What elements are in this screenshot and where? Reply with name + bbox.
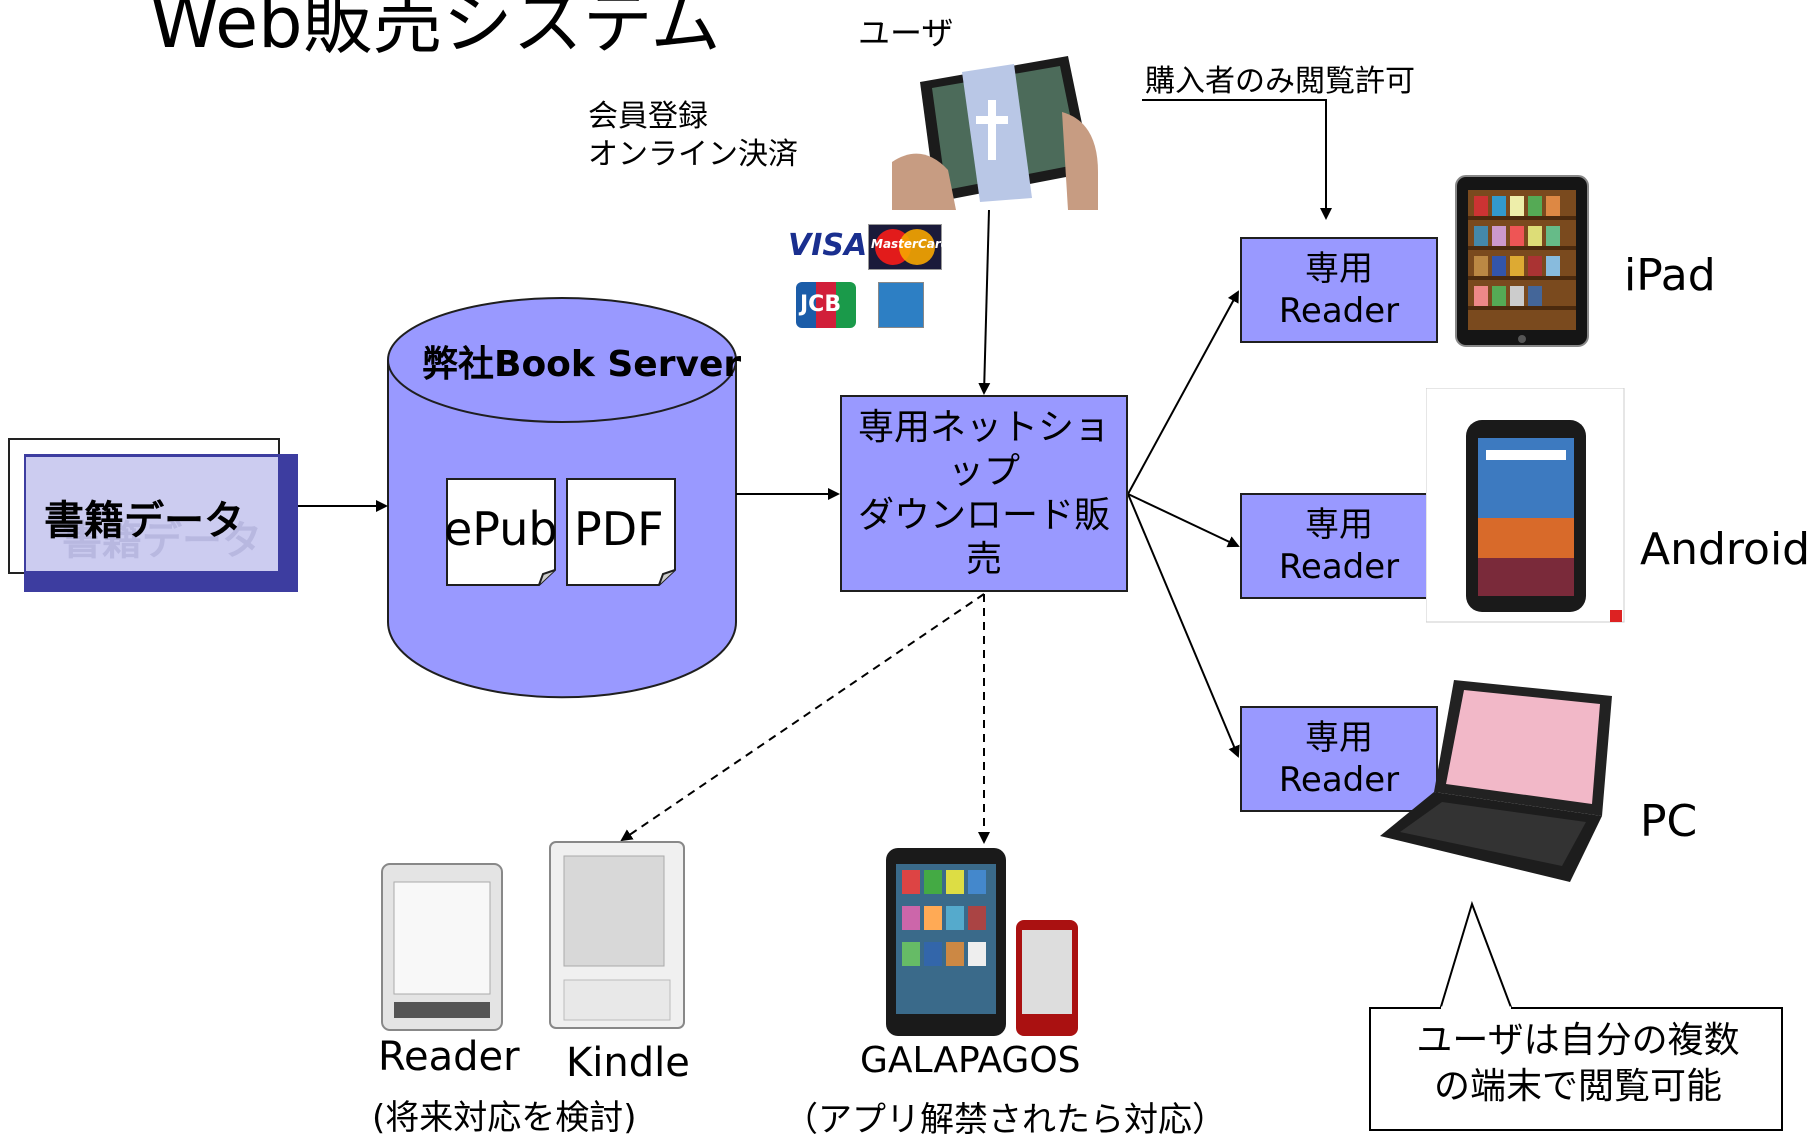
caption-future-note: (将来対応を検討) bbox=[372, 1098, 637, 1138]
laptop-image bbox=[1380, 680, 1612, 882]
arrow-shop-to-reader-pc bbox=[1127, 493, 1240, 758]
device-label-pc: PC bbox=[1640, 796, 1698, 847]
arrow-shop-to-reader-ipad bbox=[1127, 290, 1239, 495]
caption-galapagos-note: （アプリ解禁されたら対応） bbox=[784, 1100, 1226, 1140]
arrow-shop-to-reader-android bbox=[1127, 493, 1240, 548]
visa-logo: VISA bbox=[788, 228, 868, 263]
dashed-arrow-to-kindle bbox=[620, 593, 985, 842]
callout-text: ユーザは自分の複数 の端末で閲覧可能 bbox=[1416, 1020, 1740, 1107]
arrow-user-to-shop bbox=[978, 209, 991, 395]
book-data-face bbox=[26, 457, 278, 571]
pdf-label: PDF bbox=[574, 502, 664, 556]
caption-reader: Reader bbox=[378, 1034, 520, 1080]
net-shop-box: 専用ネットショップ ダウンロード販売 bbox=[840, 395, 1128, 592]
buyers-only-note: 購入者のみ閲覧許可 bbox=[1145, 64, 1415, 99]
server-label: 弊社Book Server bbox=[422, 344, 742, 385]
mastercard-logo: MasterCard bbox=[868, 224, 949, 270]
caption-galapagos: GALAPAGOS bbox=[860, 1040, 1081, 1081]
ipad-image bbox=[1455, 175, 1589, 347]
pdf-document-icon bbox=[566, 478, 676, 586]
page-title: Web販売システム bbox=[150, 0, 721, 64]
amex-logo bbox=[878, 282, 924, 328]
book-data-label: 書籍データ bbox=[44, 498, 244, 544]
arrow-buyers-note bbox=[1142, 99, 1332, 220]
book-data-reflection: 書籍データ bbox=[62, 518, 262, 564]
sony-reader-image bbox=[381, 863, 503, 1031]
android-tablet-image bbox=[1426, 388, 1625, 623]
callout-box bbox=[1369, 1007, 1783, 1131]
epub-document-icon bbox=[446, 478, 556, 586]
caption-kindle: Kindle bbox=[566, 1040, 690, 1086]
device-label-ipad: iPad bbox=[1624, 250, 1716, 301]
kindle-image bbox=[549, 841, 685, 1029]
galapagos-image bbox=[886, 848, 1078, 1036]
callout-pointer bbox=[1439, 900, 1513, 1011]
payment-logos: VISA MasterCard JCB bbox=[780, 220, 956, 340]
user-tablet-image bbox=[892, 52, 1098, 210]
user-label: ユーザ bbox=[858, 14, 954, 52]
book-server-cylinder bbox=[387, 297, 737, 699]
registration-note: 会員登録 オンライン決済 bbox=[588, 99, 798, 172]
epub-label: ePub bbox=[444, 502, 558, 556]
jcb-logo: JCB bbox=[796, 282, 856, 328]
device-label-android: Android bbox=[1640, 524, 1810, 575]
